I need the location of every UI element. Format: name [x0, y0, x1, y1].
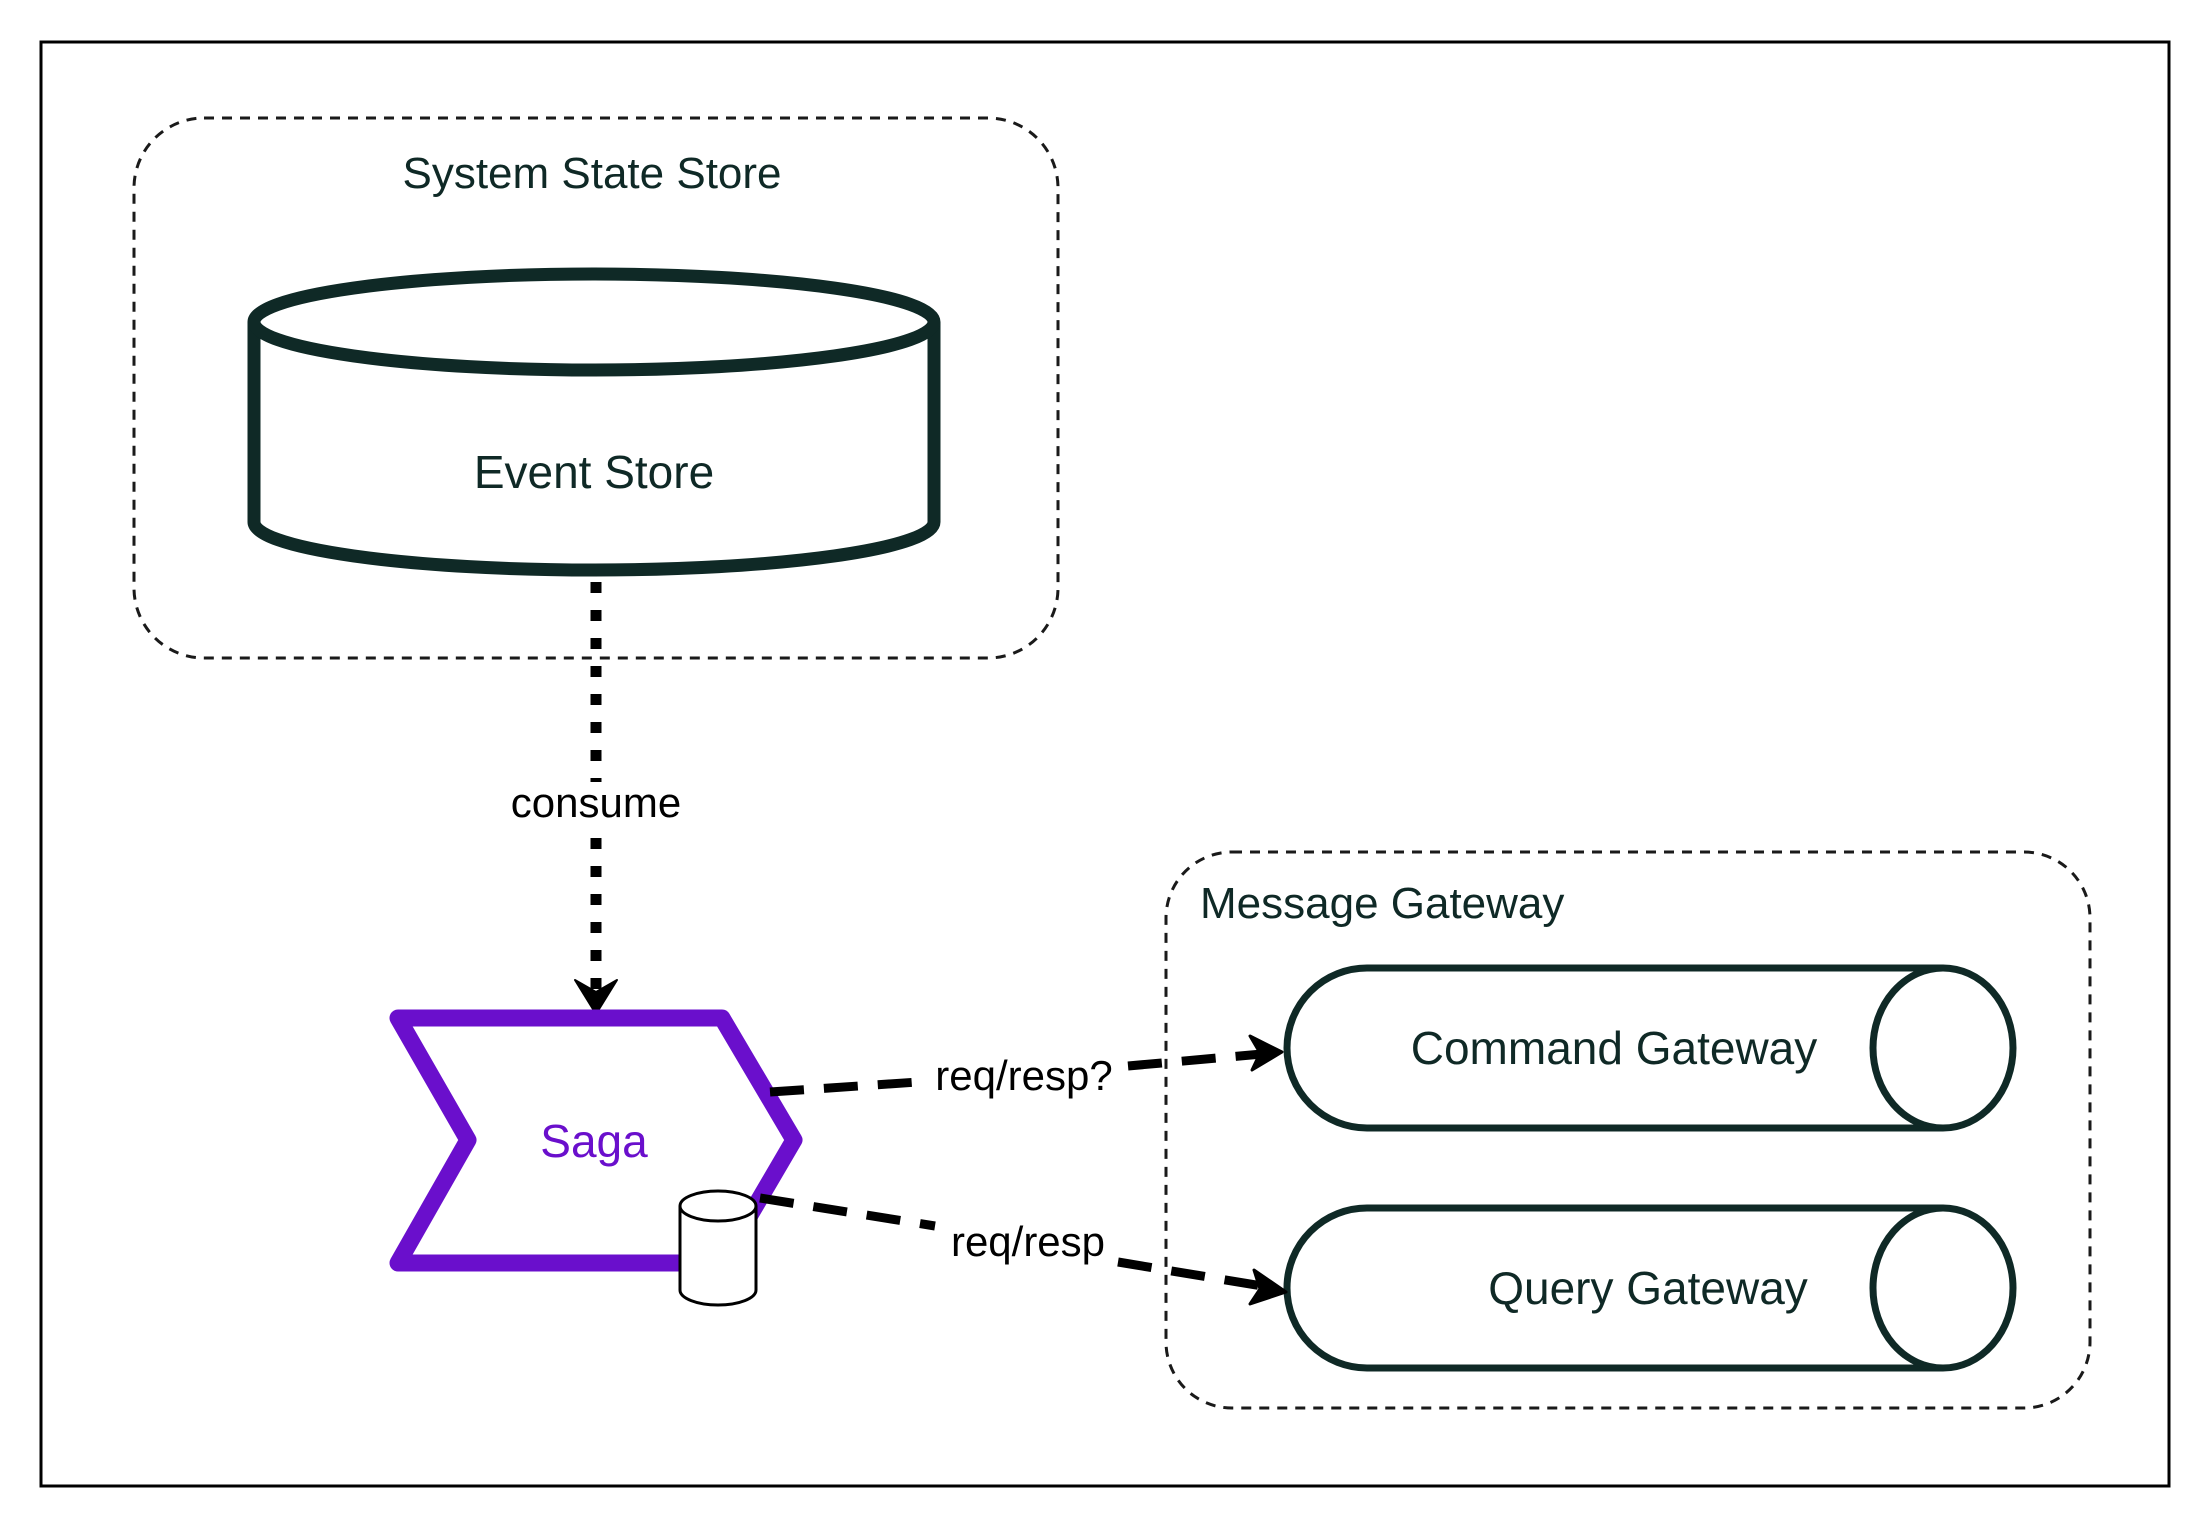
horizontal-cylinder-rim — [1869, 1204, 1944, 1372]
event-store-node[interactable]: Event Store — [247, 267, 941, 577]
command-gateway-node[interactable]: Command Gateway — [1283, 964, 2017, 1132]
query-gateway-node[interactable]: Query Gateway — [1283, 1204, 2017, 1372]
event-store-label: Event Store — [474, 446, 714, 498]
edge-query-line-end — [1117, 1257, 1263, 1291]
group-message-gateway-border — [1164, 850, 2092, 1410]
edge-command[interactable]: req/resp? — [769, 1034, 1284, 1099]
edge-query-arrowhead-icon — [1248, 1268, 1288, 1306]
saga-label: Saga — [540, 1115, 648, 1167]
edge-query[interactable]: req/resp — [759, 1193, 1288, 1306]
diagram-frame — [39, 40, 2171, 1488]
group-message-gateway[interactable]: Message Gateway — [1164, 850, 2092, 1410]
database-cylinder-icon — [247, 267, 941, 577]
edge-query-label: req/resp — [951, 1218, 1105, 1265]
horizontal-cylinder-rim — [1869, 964, 1944, 1132]
database-icon-rim — [678, 1205, 758, 1223]
edge-consume-label: consume — [511, 779, 681, 826]
edge-command-label: req/resp? — [935, 1052, 1112, 1099]
edge-consume-arrowhead-icon — [574, 979, 618, 1015]
group-message-gateway-title: Message Gateway — [1200, 879, 1564, 928]
edge-query-line-start — [759, 1193, 936, 1231]
database-icon — [678, 1189, 758, 1307]
saga-store-node[interactable] — [678, 1189, 758, 1307]
edge-command-line-start — [769, 1077, 919, 1097]
query-gateway-label: Query Gateway — [1488, 1262, 1808, 1314]
edge-consume[interactable]: consume — [511, 582, 681, 1015]
group-system-state-store-title: System State Store — [402, 149, 781, 198]
database-cylinder-rim — [247, 321, 941, 377]
edge-command-line-end — [1127, 1049, 1263, 1071]
edge-command-arrowhead-icon — [1248, 1034, 1284, 1072]
command-gateway-label: Command Gateway — [1411, 1022, 1818, 1074]
group-system-state-store[interactable]: System State Store — [132, 116, 1060, 660]
